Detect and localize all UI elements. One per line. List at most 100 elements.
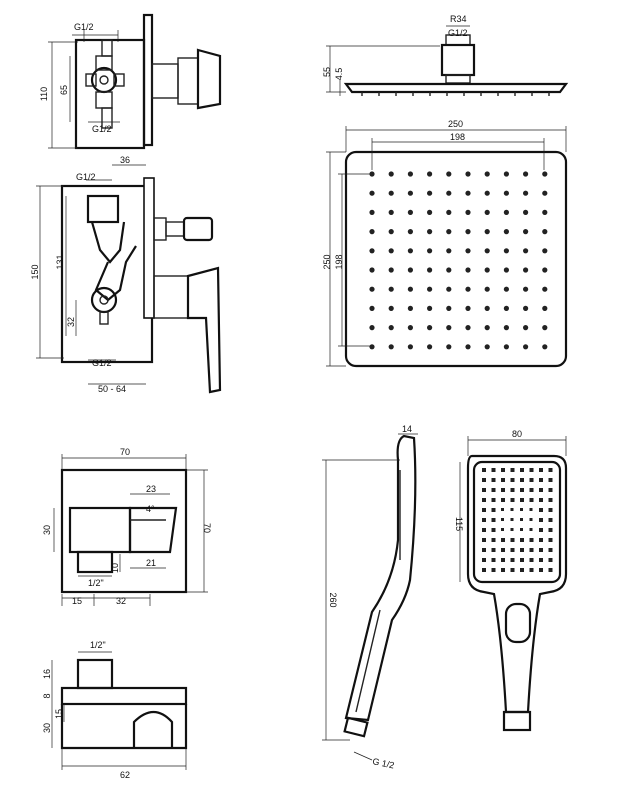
hand-nozzle	[482, 488, 486, 492]
hand-nozzle	[482, 568, 486, 572]
dim-mixer2-offset: 36	[120, 155, 130, 165]
outlet-body	[68, 506, 132, 554]
hand-nozzle	[529, 488, 534, 492]
rain-nozzle	[388, 344, 394, 350]
rain-shower-side-view: R34 G1/2 55 4.5	[322, 14, 569, 96]
rain-nozzle	[427, 190, 433, 196]
dim-rain-thread: G1/2	[448, 28, 468, 38]
hand-nozzle	[482, 498, 486, 502]
rain-nozzle	[542, 344, 548, 350]
rain-nozzle	[484, 171, 490, 177]
hand-nozzle-grid	[482, 468, 553, 572]
rain-nozzle	[503, 190, 509, 196]
dim-outlet-side-16: 16	[42, 669, 52, 679]
rain-nozzle	[446, 325, 452, 331]
rain-nozzle	[542, 248, 548, 254]
rain-nozzle	[369, 286, 375, 292]
rain-nozzle	[388, 248, 394, 254]
hand-nozzle	[520, 518, 523, 521]
hand-nozzle	[501, 488, 505, 492]
dim-hand-thickness: 14	[402, 424, 412, 434]
dim-outlet-thread: 1/2"	[88, 578, 104, 588]
dim-mixer2-height: 150	[30, 264, 40, 279]
hand-front-thread	[502, 710, 532, 732]
rain-nozzle	[484, 248, 490, 254]
rain-nozzle	[542, 171, 548, 177]
hand-nozzle	[501, 468, 505, 472]
hand-front-face	[472, 460, 562, 584]
rain-nozzle	[446, 248, 452, 254]
hand-side-thread	[343, 716, 369, 738]
rain-nozzle	[369, 209, 375, 215]
hand-nozzle	[548, 468, 553, 472]
dim-rain-width: 250	[448, 119, 463, 129]
bottom-outlet	[101, 107, 113, 129]
dim-hand-thread: G 1/2	[372, 756, 396, 770]
hand-nozzle	[539, 558, 543, 562]
hand-nozzle	[529, 538, 534, 542]
rain-nozzle	[503, 229, 509, 235]
hand-nozzle	[520, 538, 524, 542]
hand-nozzle	[482, 508, 486, 512]
outlet-front-view: 70 70 30 23 4° 10 21 1/2" 15 32	[42, 447, 212, 606]
dim-mixer-bottom-thread: G1/2	[92, 124, 112, 134]
hand-nozzle	[491, 538, 496, 542]
hand-nozzle	[539, 548, 543, 552]
hand-nozzle	[529, 468, 534, 472]
rain-nozzle	[523, 286, 529, 292]
hand-nozzle	[510, 538, 515, 542]
rain-nozzle	[427, 248, 433, 254]
hand-nozzle	[501, 548, 505, 552]
outlet-side-plate	[60, 686, 188, 706]
rain-nozzle	[523, 190, 529, 196]
hand-nozzle	[520, 478, 524, 482]
outlet-side-holder	[132, 710, 174, 748]
rain-nozzle	[407, 209, 413, 215]
dim-mixer-inner: 65	[59, 85, 69, 95]
rain-nozzle	[446, 171, 452, 177]
dim-outlet-side-width: 62	[120, 770, 130, 780]
rain-nozzle	[465, 344, 471, 350]
hand-nozzle	[520, 568, 524, 572]
mixer-wall-plate	[142, 13, 154, 147]
rain-nozzle	[503, 325, 509, 331]
hand-nozzle	[491, 468, 496, 472]
dim-rain-height-top: 250	[322, 254, 332, 269]
outlet-nozzle	[76, 550, 114, 574]
hand-nozzle	[539, 528, 543, 532]
rain-nozzle	[369, 248, 375, 254]
rain-nozzle	[523, 171, 529, 177]
rain-nozzle	[427, 171, 433, 177]
dim-outlet-nozzle-width: 23	[146, 484, 156, 494]
dim-outlet-inner-height: 30	[42, 525, 52, 535]
rain-nozzle	[465, 267, 471, 273]
hand-nozzle	[548, 528, 553, 532]
hand-nozzle	[539, 478, 543, 482]
hand-nozzle	[501, 478, 505, 482]
top-inlet	[101, 39, 113, 57]
rain-nozzle	[369, 305, 375, 311]
rain-nozzle	[503, 267, 509, 273]
dim-rain-height: 55	[322, 67, 332, 77]
hand-nozzle	[482, 558, 486, 562]
dim-mixer-height: 110	[39, 87, 49, 101]
hand-nozzle	[501, 568, 505, 572]
rain-nozzle	[388, 267, 394, 273]
rain-nozzle	[446, 229, 452, 235]
rain-nozzle	[484, 325, 490, 331]
rain-nozzle	[542, 325, 548, 331]
hand-nozzle	[529, 498, 534, 502]
dim-hand-width: 80	[512, 429, 522, 439]
rain-nozzle	[388, 209, 394, 215]
hand-nozzle	[529, 548, 534, 552]
hand-nozzle	[529, 568, 534, 572]
rain-nozzle	[388, 305, 394, 311]
rain-nozzle	[465, 229, 471, 235]
hand-nozzle	[539, 568, 543, 572]
hand-front-outline	[466, 454, 568, 714]
rain-nozzle	[523, 248, 529, 254]
hand-nozzle	[548, 568, 553, 572]
rain-nozzle	[427, 229, 433, 235]
hand-nozzle	[520, 508, 523, 511]
